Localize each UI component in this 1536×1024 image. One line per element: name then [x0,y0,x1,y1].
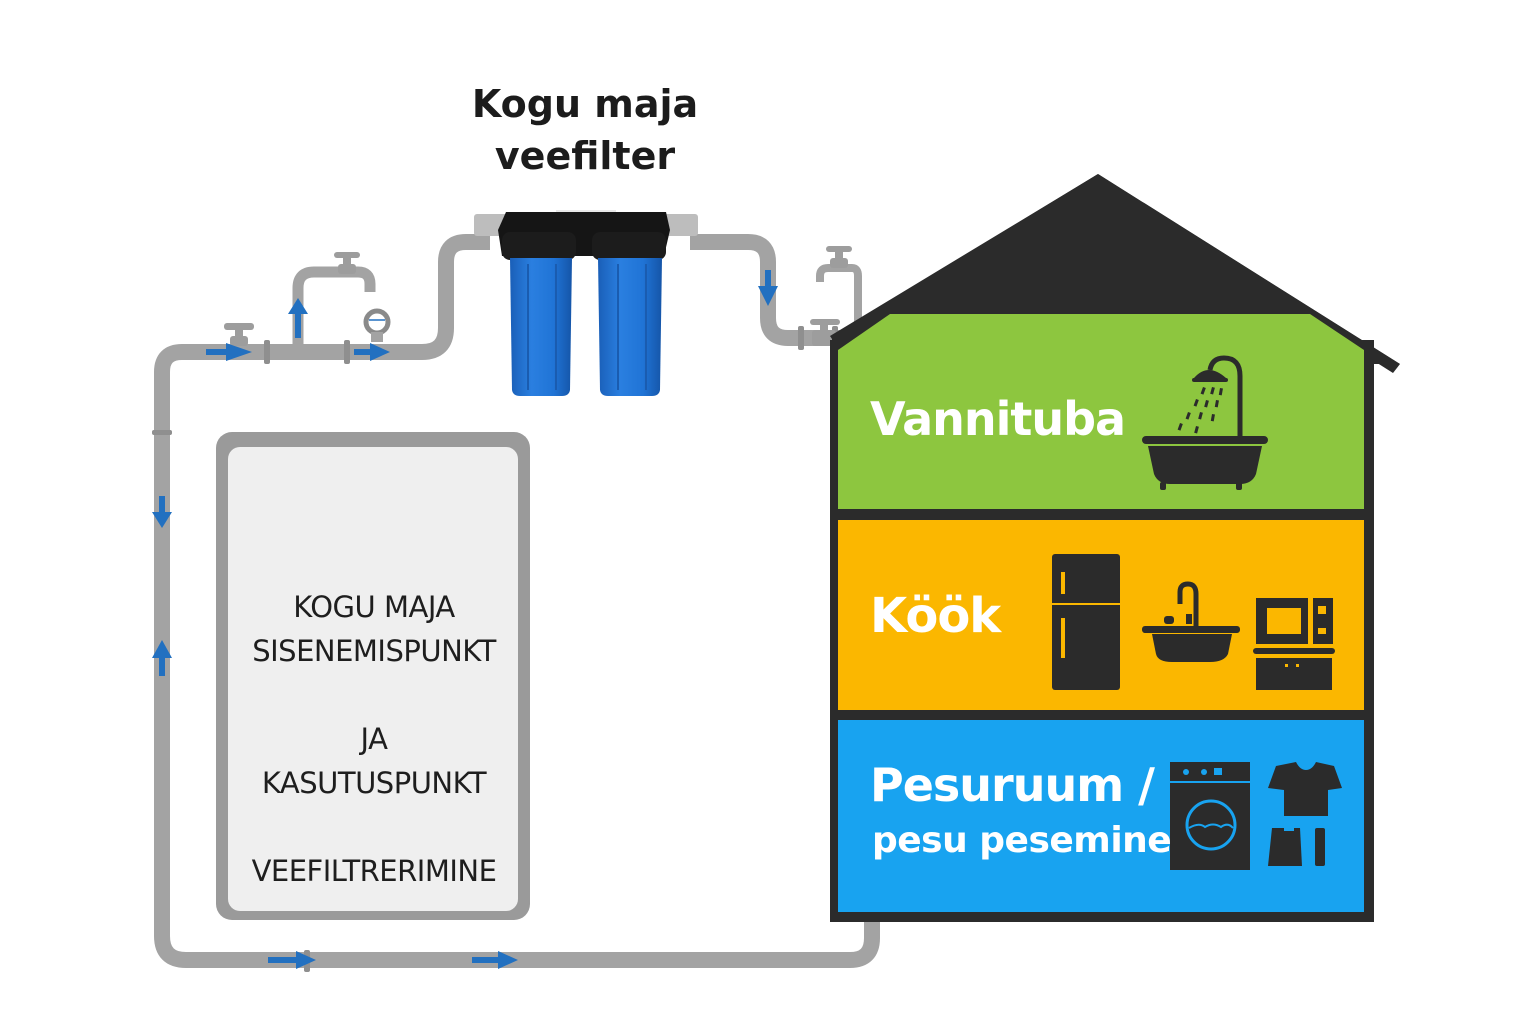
flow-arrow-down [758,270,778,306]
water-drops [1177,387,1223,434]
spigot-tap-icon [292,252,376,350]
title-line-1: Kogu maja [471,82,699,126]
entry-box-label: KOGU MAJA SISENEMISPUNKT JA KASUTUSPUNKT… [228,585,520,893]
entry-box-line-3: JA [360,722,388,756]
title-line-2: veefilter [494,134,676,178]
entry-box-line-4: KASUTUSPUNKT [261,766,487,800]
shutoff-valve-icon [224,323,254,346]
room-label-bathroom: Vannituba [870,392,1126,446]
pressure-gauge-icon [363,308,391,342]
flow-arrow-up [288,298,308,338]
kitchen-sink-icon [1142,581,1240,662]
flow-arrows [152,270,778,969]
flow-arrow-right [268,951,316,969]
microwave-oven-icon [1253,598,1335,690]
entry-box-line-1: KOGU MAJA [293,590,455,624]
flow-arrow-up [152,640,172,676]
entry-box-line-2: SISENEMISPUNKT [252,634,496,668]
room-laundry [838,720,1364,912]
flow-arrow-down [152,496,172,528]
flow-arrow-right [472,951,518,969]
clothes-icon [1268,762,1342,866]
refrigerator-icon [1052,554,1120,690]
entry-point-box [216,432,530,920]
entry-box-line-5: VEEFILTRERIMINE [251,854,497,888]
outdoor-tap-icon [816,246,862,330]
room-label-laundry: Pesuruum / [870,758,1155,812]
room-sublabel-laundry: pesu pesemine [872,820,1172,861]
flow-arrow-right [354,343,390,361]
washing-machine-icon [1170,762,1250,870]
dual-cartridge-filter-icon [474,210,698,396]
room-label-kitchen: Köök [870,588,1001,644]
flow-arrow-right [206,343,252,361]
diagram-title: Kogu maja veefilter [430,78,740,182]
bathtub-shower-icon [1142,355,1268,490]
